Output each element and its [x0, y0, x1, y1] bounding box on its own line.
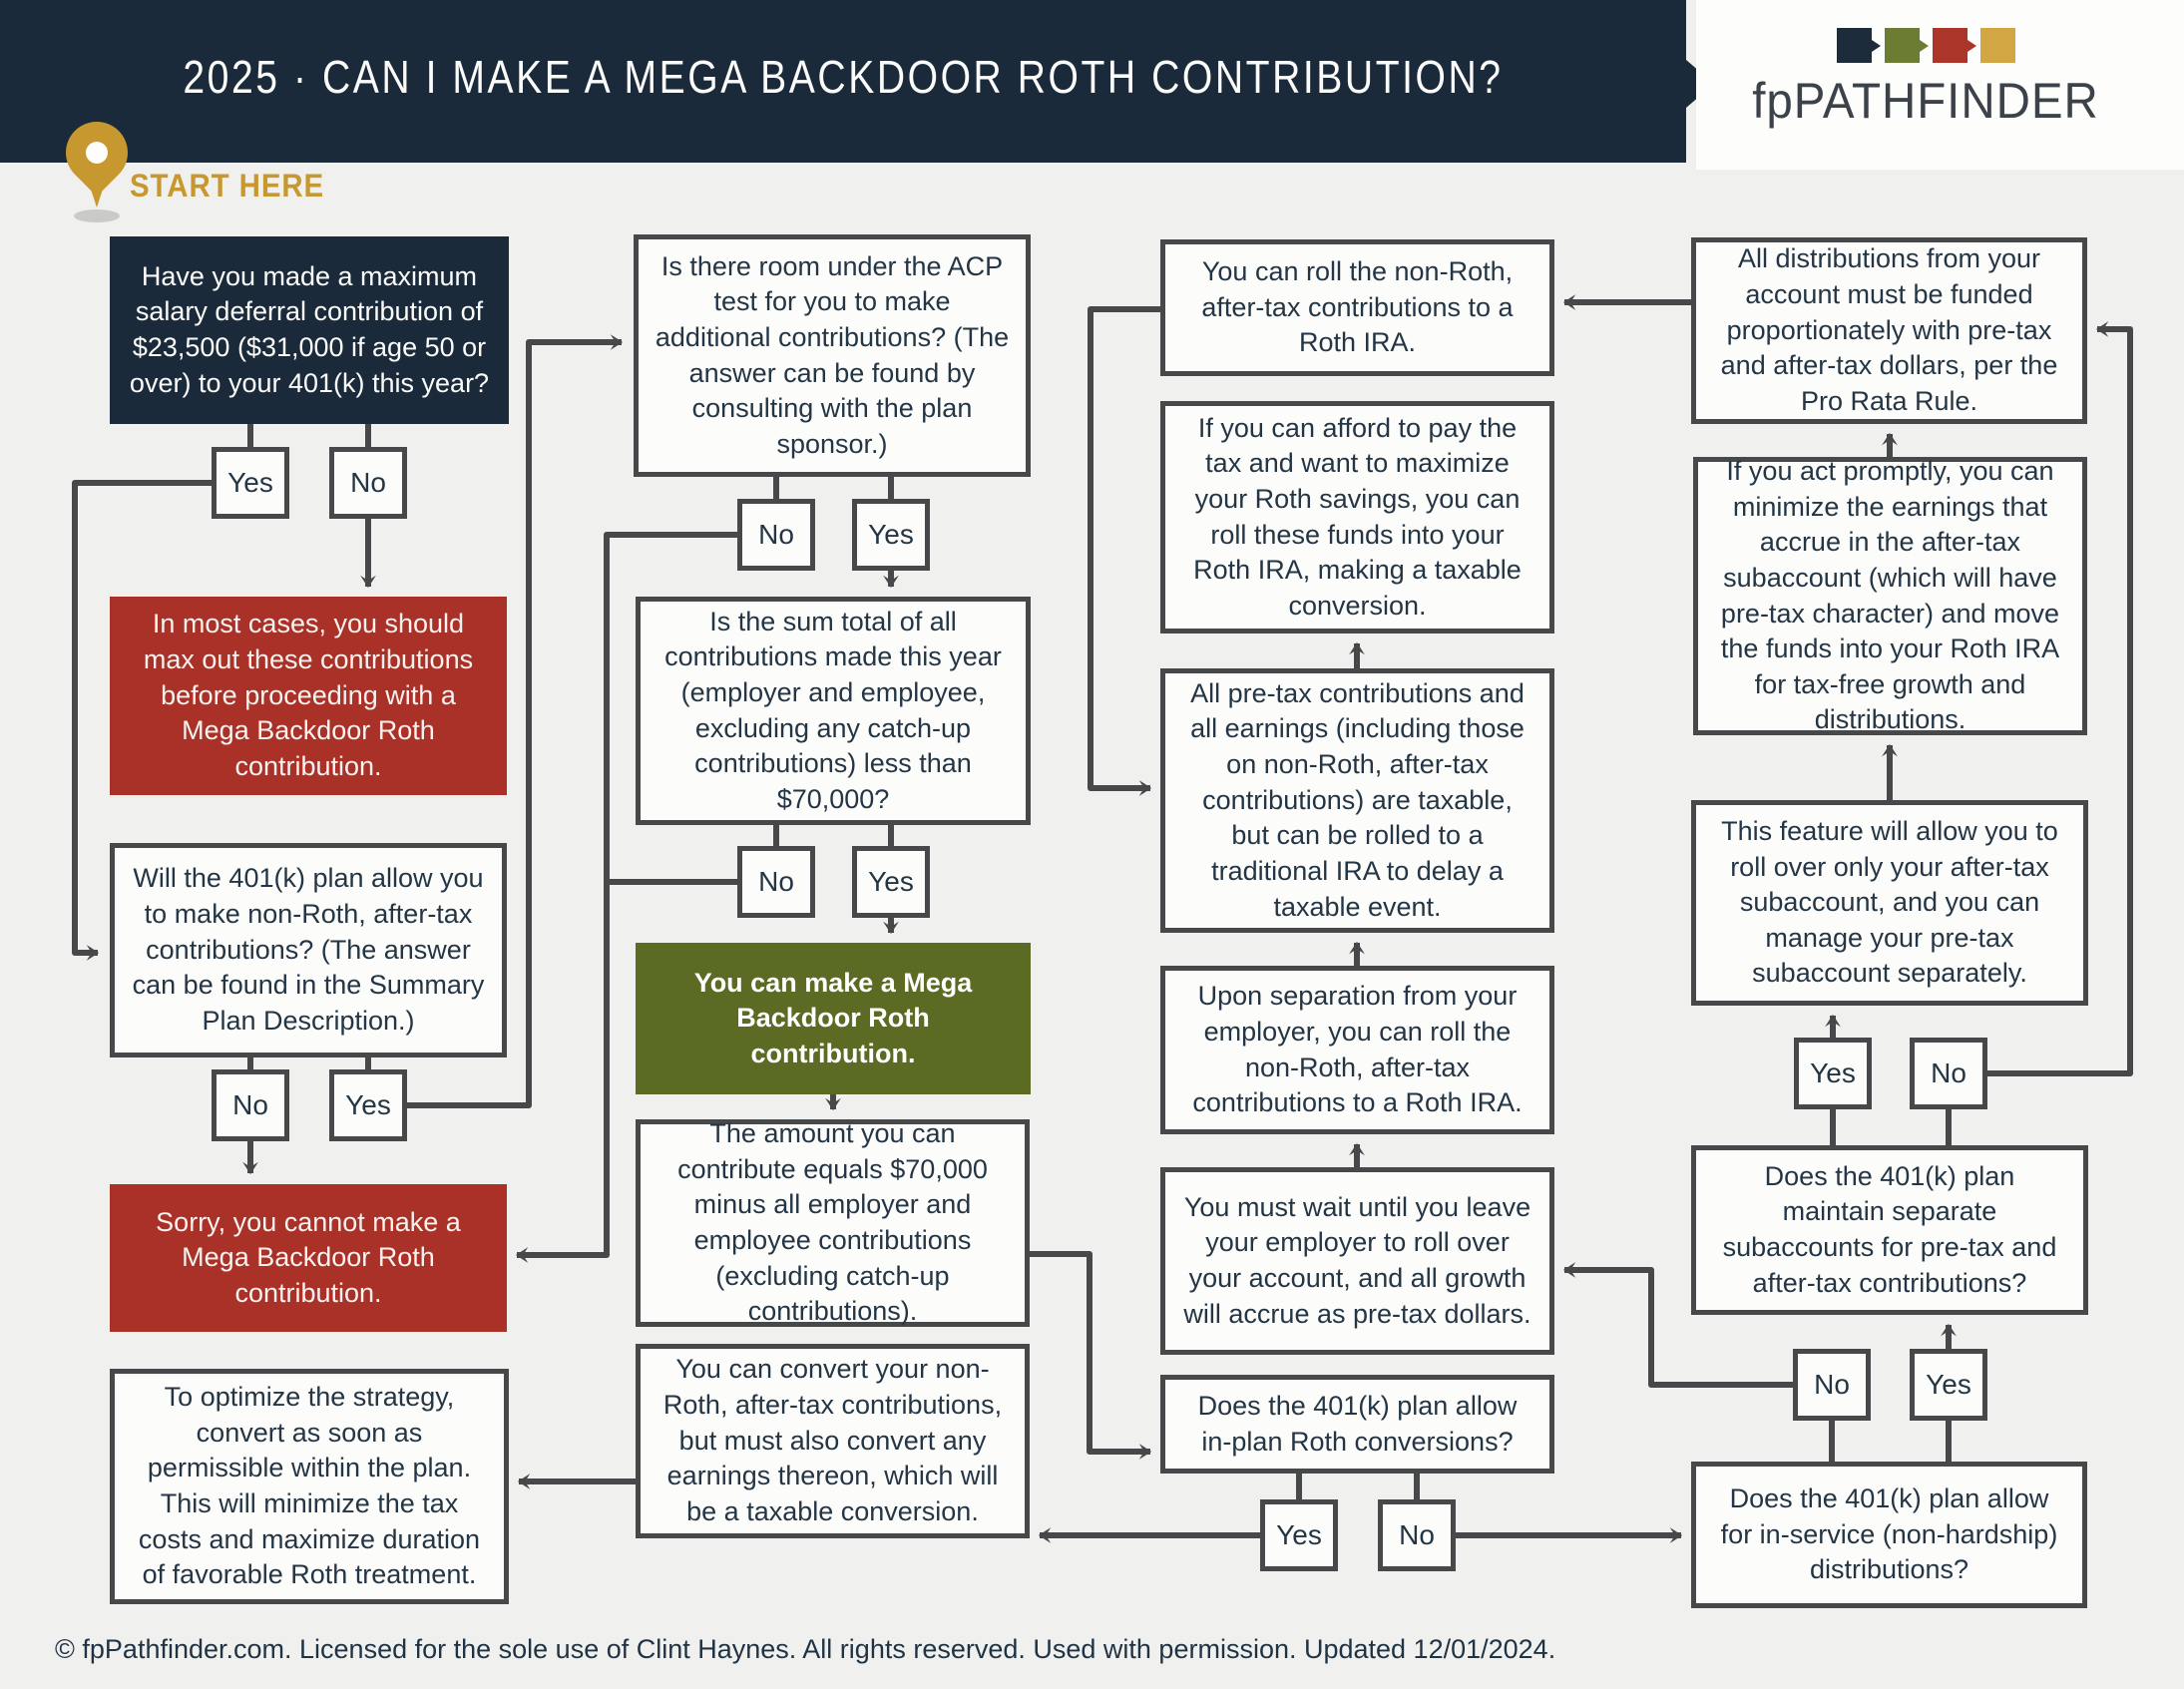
answer-inservice-no: No: [1793, 1349, 1871, 1421]
arrow-acpno-red2: [515, 532, 737, 1263]
node-acp: Is there room under the ACP test for you…: [634, 234, 1031, 477]
node-alldist: All distributions from your account must…: [1691, 237, 2087, 424]
node-pretax: All pre-tax contributions and all earnin…: [1160, 668, 1554, 933]
answer-sum-no: No: [737, 846, 815, 918]
arrow-inserviceno-wait: [1562, 1262, 1793, 1388]
arrow-q2yes-acp: [407, 334, 624, 1108]
arrow-subacctno-alldist: [1987, 321, 2133, 1076]
answer-acp-yes: Yes: [852, 499, 930, 571]
node-convert: You can convert your non-Roth, after-tax…: [636, 1344, 1030, 1538]
answer-q1-yes: Yes: [212, 447, 289, 519]
node-afford: If you can afford to pay the tax and wan…: [1160, 401, 1554, 633]
answer-q1-no: No: [329, 447, 407, 519]
answer-inplan-yes: Yes: [1260, 1499, 1338, 1571]
node-wait: You must wait until you leave your emplo…: [1160, 1167, 1554, 1355]
answer-acp-no: No: [737, 499, 815, 571]
answer-inplan-no: No: [1378, 1499, 1456, 1571]
brand-name: fpPATHFINDER: [1752, 73, 2099, 129]
answer-sum-yes: Yes: [852, 846, 930, 918]
page-title: 2025 · CAN I MAKE A MEGA BACKDOOR ROTH C…: [183, 51, 1504, 103]
node-amount: The amount you can contribute equals $70…: [636, 1118, 1030, 1327]
node-roll: You can roll the non-Roth, after-tax con…: [1160, 239, 1554, 376]
node-q1: Have you made a maximum salary deferral …: [110, 236, 509, 424]
node-max-out: In most cases, you should max out these …: [110, 597, 507, 795]
node-inplan: Does the 401(k) plan allow in-plan Roth …: [1160, 1375, 1554, 1474]
node-optimize: To optimize the strategy, convert as soo…: [110, 1369, 509, 1604]
answer-q2-no: No: [212, 1069, 289, 1141]
start-here-label: START HERE: [130, 168, 325, 204]
header-bar: [0, 0, 1686, 163]
node-sum-total: Is the sum total of all contributions ma…: [636, 597, 1031, 825]
node-sorry: Sorry, you cannot make a Mega Backdoor R…: [110, 1184, 507, 1332]
node-act-promptly: If you act promptly, you can minimize th…: [1693, 456, 2087, 735]
node-q2: Will the 401(k) plan allow you to make n…: [110, 843, 507, 1057]
arrow-amount-inplan: [1030, 1251, 1152, 1460]
license-footer: © fpPathfinder.com. Licensed for the sol…: [55, 1634, 1556, 1664]
answer-q2-yes: Yes: [329, 1069, 407, 1141]
node-inservice: Does the 401(k) plan allow for in-servic…: [1691, 1462, 2087, 1608]
node-can-make: You can make a Mega Backdoor Roth contri…: [636, 943, 1031, 1094]
answer-subacct-yes: Yes: [1794, 1038, 1872, 1109]
answer-subacct-no: No: [1910, 1038, 1987, 1109]
arrow-q1yes-q2: [72, 480, 212, 961]
arrow-roll-pretax: [1088, 306, 1160, 796]
brand-logo: fpPATHFINDER: [1696, 0, 2184, 170]
answer-inservice-yes: Yes: [1910, 1349, 1987, 1421]
node-separation: Upon separation from your employer, you …: [1160, 966, 1554, 1134]
pin-shadow: [74, 210, 120, 222]
node-subacct: Does the 401(k) plan maintain separate s…: [1691, 1145, 2088, 1315]
node-feature: This feature will allow you to roll over…: [1691, 800, 2088, 1006]
brand-squares-icon: [1696, 28, 2155, 63]
